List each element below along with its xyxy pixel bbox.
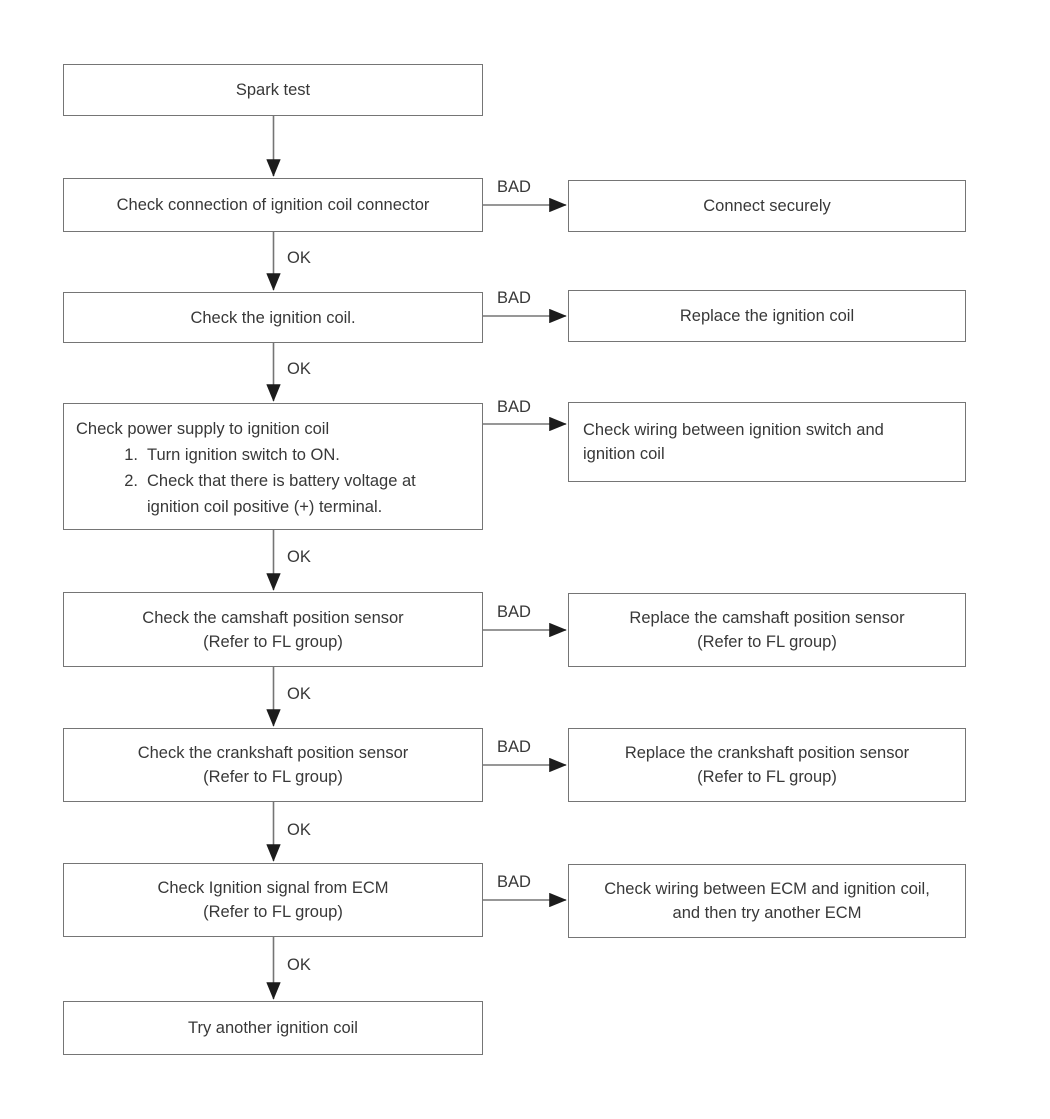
step-text: Check the camshaft position sensor (142, 608, 404, 627)
flow-step-check-crankshaft-sensor: Check the crankshaft position sensor (Re… (63, 728, 483, 802)
step-text: Check the ignition coil. (190, 308, 356, 327)
action-text: Connect securely (703, 197, 831, 215)
ok-label: OK (287, 360, 311, 378)
flow-action-replace-crankshaft-sensor: Replace the crankshaft position sensor (… (568, 728, 966, 802)
substep-text-line1: Check that there is battery voltage at (147, 472, 416, 490)
flow-step-spark-test: Spark test (63, 64, 483, 116)
action-text-line2: (Refer to FL group) (697, 768, 837, 786)
action-text: Check wiring between ECM and ignition co… (604, 880, 930, 898)
flow-step-check-connection: Check connection of ignition coil connec… (63, 178, 483, 232)
step-text: Spark test (235, 81, 311, 99)
flow-action-check-wiring-switch: Check wiring between ignition switch and… (568, 402, 966, 482)
action-text-line2: ignition coil (583, 445, 665, 463)
step-text: Check the crankshaft position sensor (137, 744, 409, 762)
flow-action-replace-ignition-coil: Replace the ignition coil (568, 290, 966, 342)
step-text: Check connection of ignition coil connec… (116, 196, 430, 214)
flow-step-check-camshaft-sensor: Check the camshaft position sensor (Refe… (63, 592, 483, 667)
ok-label: OK (287, 548, 311, 566)
bad-label: BAD (497, 178, 531, 196)
substep-number: 2. (124, 472, 138, 490)
action-text-line2: and then try another ECM (672, 904, 862, 922)
substep-text: Check that there is battery voltage at i… (147, 468, 416, 520)
ok-label: OK (287, 956, 311, 974)
ok-label: OK (287, 685, 311, 703)
flow-action-replace-camshaft-sensor: Replace the camshaft position sensor (Re… (568, 593, 966, 667)
bad-label: BAD (497, 873, 531, 891)
flow-step-try-another-coil: Try another ignition coil (63, 1001, 483, 1055)
flow-step-check-power-supply: Check power supply to ignition coil 1. T… (63, 403, 483, 530)
step-text-line2: (Refer to FL group) (203, 632, 343, 651)
step-text: Check Ignition signal from ECM (157, 879, 389, 897)
bad-label: BAD (497, 738, 531, 756)
action-text: Replace the camshaft position sensor (629, 609, 905, 627)
bad-label: BAD (497, 398, 531, 416)
ok-label: OK (287, 821, 311, 839)
ok-label: OK (287, 249, 311, 267)
flow-step-check-ecm-signal: Check Ignition signal from ECM (Refer to… (63, 863, 483, 937)
flow-action-check-wiring-ecm: Check wiring between ECM and ignition co… (568, 864, 966, 938)
flow-step-check-ignition-coil: Check the ignition coil. (63, 292, 483, 343)
action-text: Replace the ignition coil (679, 307, 855, 325)
substep-number: 1. (124, 446, 138, 464)
action-text-line2: (Refer to FL group) (697, 633, 837, 651)
flow-action-connect-securely: Connect securely (568, 180, 966, 232)
step-text-line2: (Refer to FL group) (203, 768, 343, 786)
step-text: Check power supply to ignition coil (76, 420, 330, 438)
action-text: Replace the crankshaft position sensor (624, 744, 910, 762)
substep-text-line2: ignition coil positive (+) terminal. (147, 498, 383, 516)
step-substep-2: 2. Check that there is battery voltage a… (120, 468, 416, 520)
step-text: Try another ignition coil (188, 1019, 358, 1037)
action-text: Check wiring between ignition switch and (583, 421, 884, 439)
substep-text: Turn ignition switch to ON. (147, 446, 340, 464)
bad-label: BAD (497, 603, 531, 621)
step-substep-1: 1. Turn ignition switch to ON. (120, 442, 340, 468)
step-text-line2: (Refer to FL group) (203, 903, 343, 921)
bad-label: BAD (497, 289, 531, 307)
